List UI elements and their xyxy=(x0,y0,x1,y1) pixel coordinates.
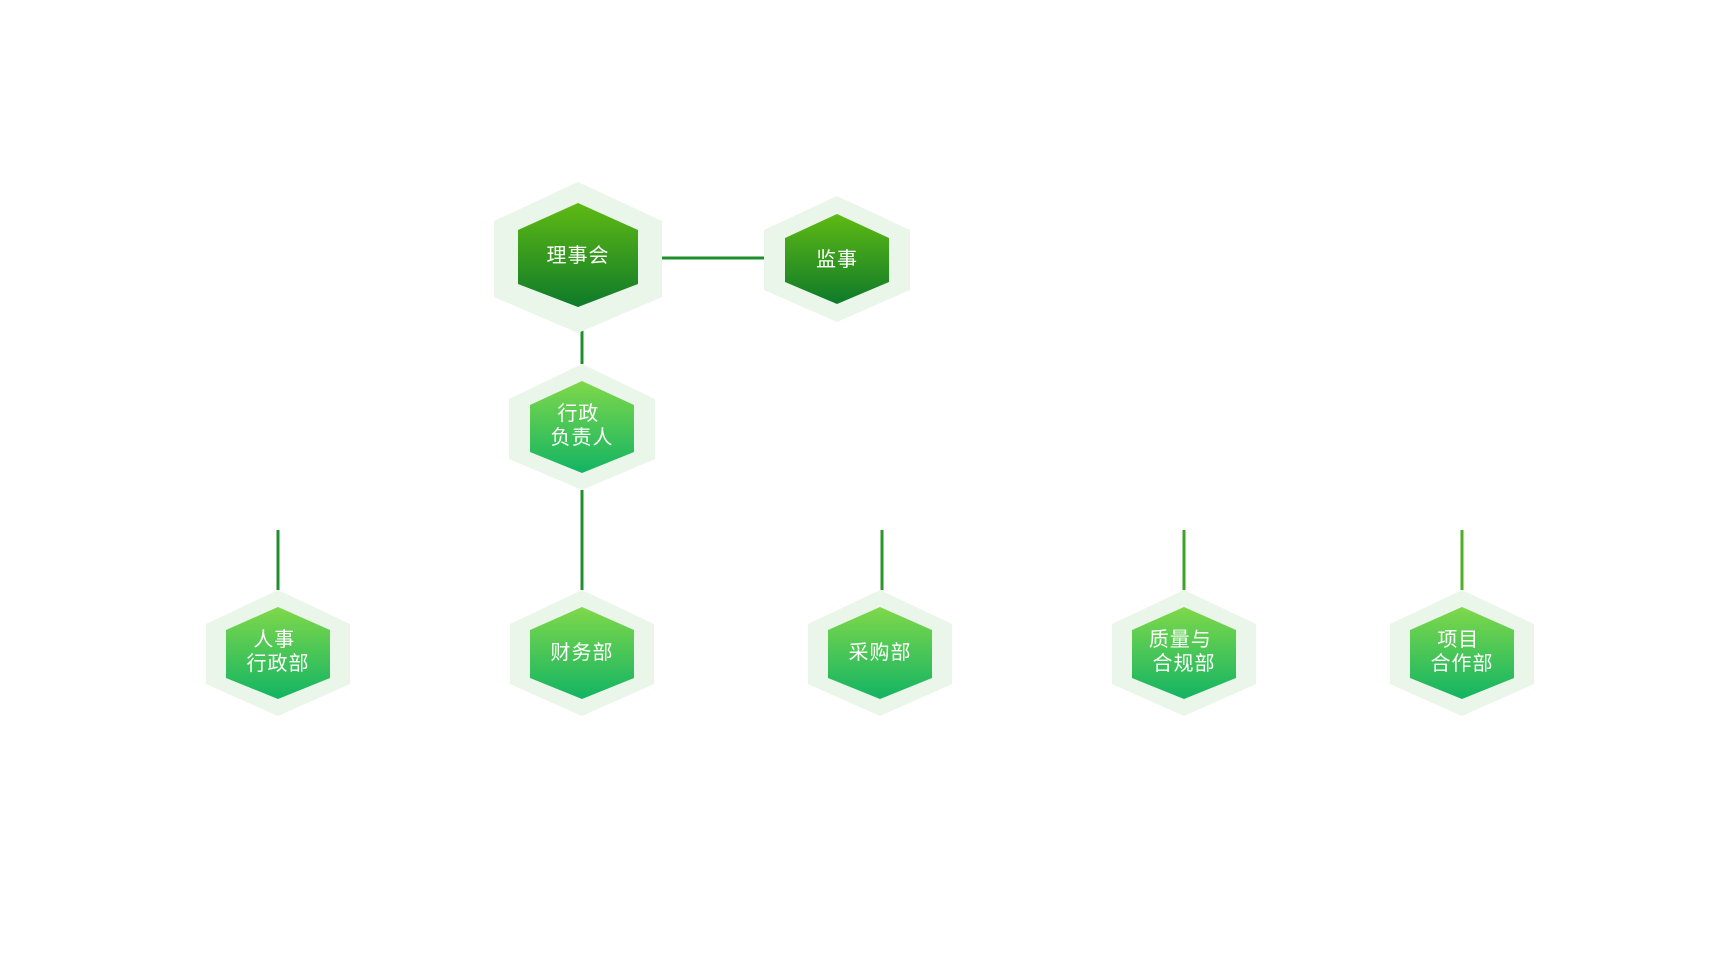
node-hr-admin: 人事 行政部 xyxy=(206,590,350,716)
node-supervisor-label: 监事 xyxy=(816,247,858,271)
node-finance-hexagon xyxy=(530,607,634,699)
node-purchasing-label: 采购部 xyxy=(849,640,912,664)
node-admin-head: 行政 负责人 xyxy=(509,364,655,490)
node-purchasing: 采购部 xyxy=(808,590,952,716)
node-board-hexagon xyxy=(518,203,638,307)
node-quality-label: 质量与 合规部 xyxy=(1149,627,1219,675)
node-board: 理事会 xyxy=(494,182,662,333)
node-board-label: 理事会 xyxy=(547,243,610,267)
node-hr-admin-label: 人事 行政部 xyxy=(247,627,310,675)
node-admin-head-hexagon xyxy=(530,381,634,473)
node-admin-head-label: 行政 负责人 xyxy=(551,401,614,449)
connectors xyxy=(276,256,1464,590)
node-quality: 质量与 合规部 xyxy=(1112,590,1256,716)
node-quality-hexagon xyxy=(1132,607,1236,699)
node-hr-admin-hexagon xyxy=(226,607,330,699)
node-projects-hexagon xyxy=(1410,607,1514,699)
node-supervisor-hexagon xyxy=(785,214,889,304)
node-finance: 财务部 xyxy=(510,590,654,716)
node-projects-label: 项目 合作部 xyxy=(1431,627,1494,675)
node-finance-label: 财务部 xyxy=(551,640,614,664)
node-purchasing-hexagon xyxy=(828,607,932,699)
node-supervisor: 监事 xyxy=(764,196,910,322)
node-projects: 项目 合作部 xyxy=(1390,590,1534,716)
